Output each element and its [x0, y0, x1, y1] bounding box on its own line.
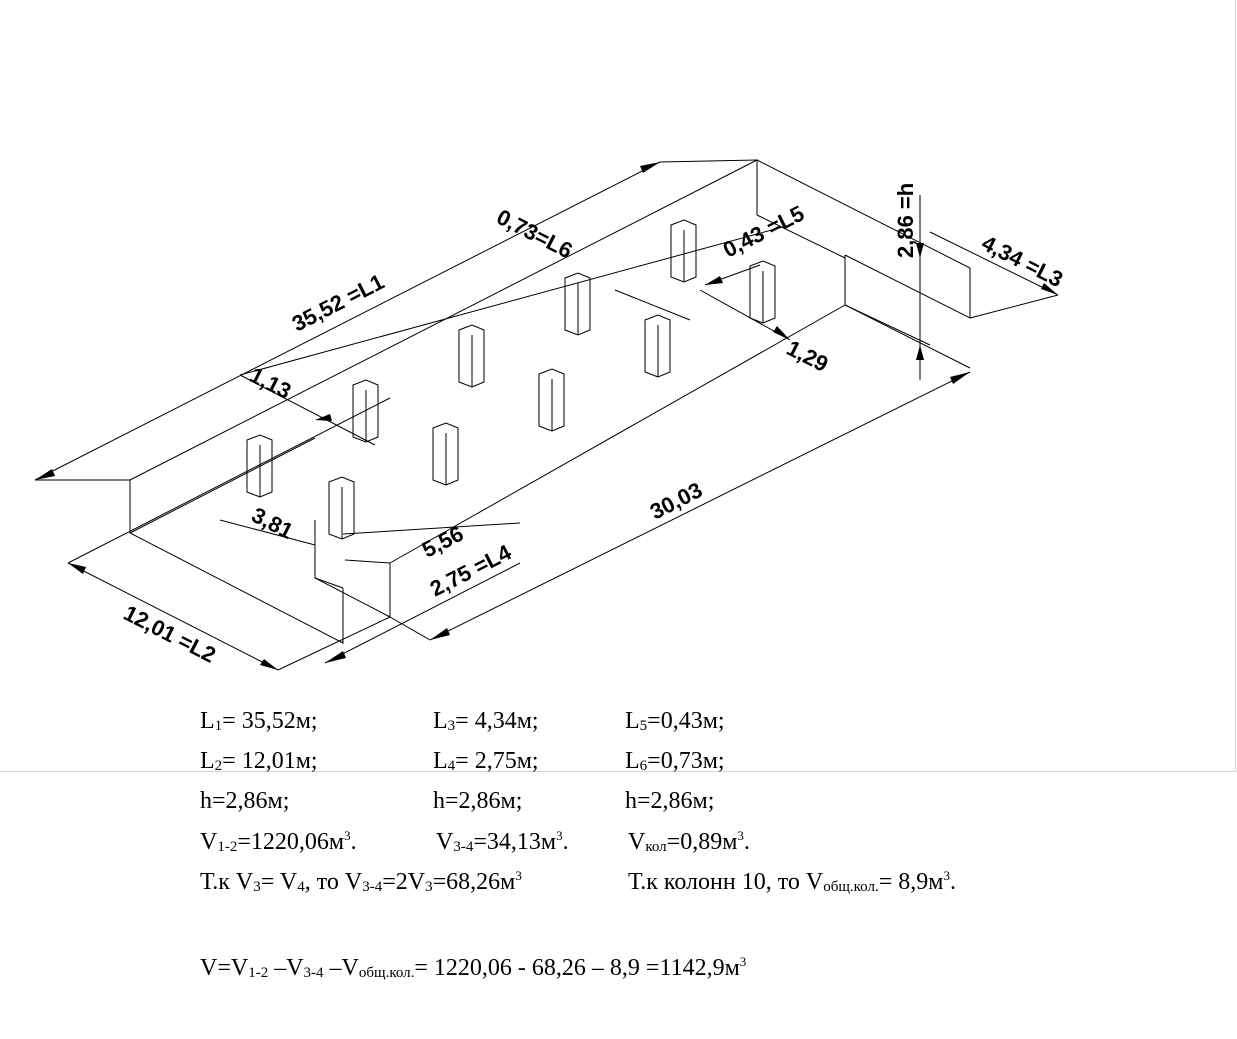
formula-v3-v4: Т.к V3= V4, то V3-4=2V3=68,26м3	[200, 868, 522, 895]
formula-columns-total: Т.к колонн 10, то Vобщ.кол.= 8,9м3.	[628, 868, 956, 895]
label-l2: 12,01 =L2	[120, 600, 220, 668]
column	[670, 219, 697, 283]
column	[352, 379, 379, 443]
formula-l4: L4= 2,75м;	[433, 748, 539, 774]
label-l3: 4,34 =L3	[978, 230, 1067, 292]
label-d381: 3,81	[248, 502, 298, 544]
formula-v34: V3-4=34,13м3.	[436, 828, 569, 855]
column	[749, 260, 776, 324]
column	[644, 314, 671, 378]
formula-l3: L3= 4,34м;	[433, 708, 539, 734]
column	[328, 476, 355, 540]
column	[538, 368, 565, 432]
dimension-labels: 35,52 =L1 0,73=L6 0,43 =L5 2,86 =h 4,34 …	[120, 183, 1067, 668]
formula-l1: L1= 35,52м;	[200, 708, 318, 734]
drawing-frame	[0, 0, 1236, 772]
formula-h: h=2,86м;	[200, 788, 290, 814]
column	[564, 272, 591, 336]
label-l6: 0,73=L6	[493, 204, 577, 263]
formula-vkol: Vкол=0,89м3.	[628, 828, 750, 855]
formula-l5: L5=0,43м;	[625, 708, 725, 734]
column	[432, 422, 459, 486]
column	[458, 324, 485, 388]
formula-v12: V1-2=1220,06м3.	[200, 828, 357, 855]
column	[246, 434, 273, 498]
formula-l6: L6=0,73м;	[625, 748, 725, 774]
label-h: 2,86 =h	[893, 183, 918, 258]
formula-l2: L2= 12,01м;	[200, 748, 318, 774]
label-d113: 1,13	[246, 362, 296, 404]
formula-h: h=2,86м;	[625, 788, 715, 814]
formula-h: h=2,86м;	[433, 788, 523, 814]
label-d129: 1,29	[783, 335, 833, 377]
formula-total-volume: V=V1-2 –V3-4 –Vобщ.кол.= 1220,06 - 68,26…	[200, 954, 747, 981]
label-l5: 0,43 =L5	[719, 200, 808, 262]
dimension-arrows	[35, 162, 1058, 670]
